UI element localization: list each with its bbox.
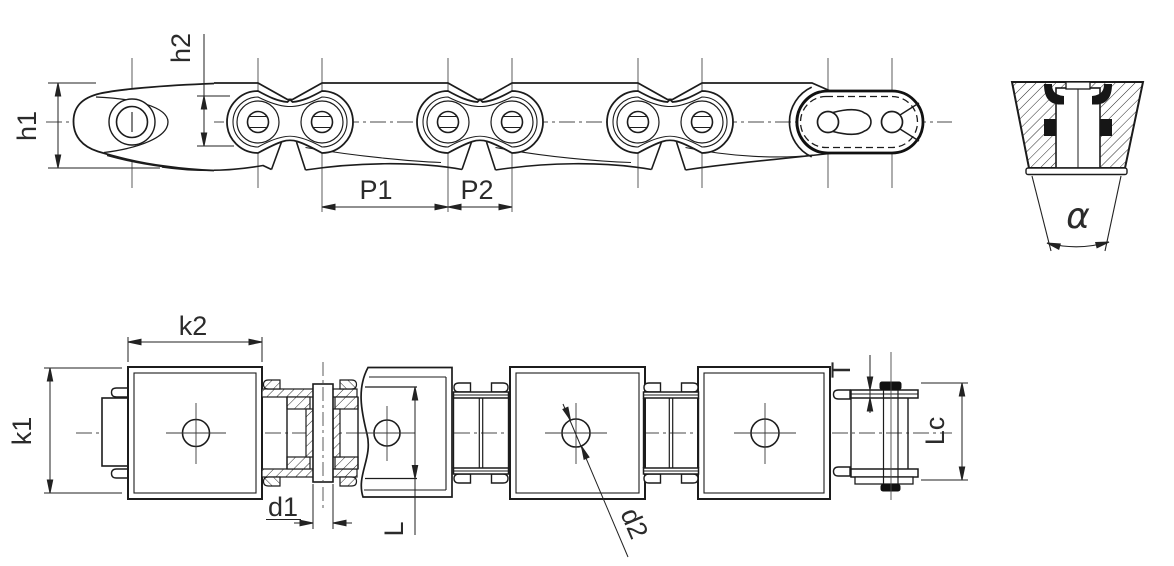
dim-label-h1: h1 <box>12 111 42 141</box>
dim-label-t: T <box>826 362 856 379</box>
inner-link-2 <box>416 90 544 154</box>
side-view: h1 h2 P1 P2 <box>12 33 952 212</box>
connecting-link <box>795 89 925 155</box>
bushing-section-right <box>1100 119 1112 136</box>
inner-link-3 <box>606 90 734 154</box>
bushing-flange-left <box>1044 84 1064 105</box>
pin-bushing-section <box>261 362 359 508</box>
plan-connecting-link <box>832 352 919 500</box>
dim-label-d1: d1 <box>268 492 298 522</box>
side-view-dimensions <box>48 34 513 211</box>
attachment-plate-1 <box>127 366 263 500</box>
dim-label-lc: Lc <box>920 417 950 446</box>
offset-end-plate <box>72 82 215 172</box>
dim-label-h2: h2 <box>166 33 196 63</box>
attachment-plate-2 <box>359 366 453 498</box>
bushing-flange-right <box>1092 84 1112 105</box>
slot-hole <box>816 110 840 134</box>
attachment-plate-4 <box>697 366 831 500</box>
pin-head-bottom <box>880 484 901 492</box>
plan-view-dimensions <box>44 337 968 558</box>
round-hole <box>880 110 904 134</box>
base-strip <box>1025 167 1128 176</box>
plan-view: k2 k1 d1 L d2 T Lc <box>7 311 968 558</box>
dim-label-p2: P2 <box>460 175 493 205</box>
dim-label-p1: P1 <box>359 175 392 205</box>
taper-angle-dimension <box>1031 175 1122 252</box>
bushing-section-left <box>1044 119 1056 136</box>
dim-label-k1: k1 <box>7 417 37 446</box>
attachment-plate-3 <box>509 366 646 500</box>
dim-label-k2: k2 <box>179 311 208 341</box>
cross-section-view: α <box>1010 81 1145 252</box>
dim-label-l: L <box>379 521 409 536</box>
inner-link-1 <box>226 90 354 154</box>
dim-label-d2: d2 <box>615 504 654 543</box>
dim-label-alpha: α <box>1066 196 1090 237</box>
pin-head-top <box>879 381 902 390</box>
